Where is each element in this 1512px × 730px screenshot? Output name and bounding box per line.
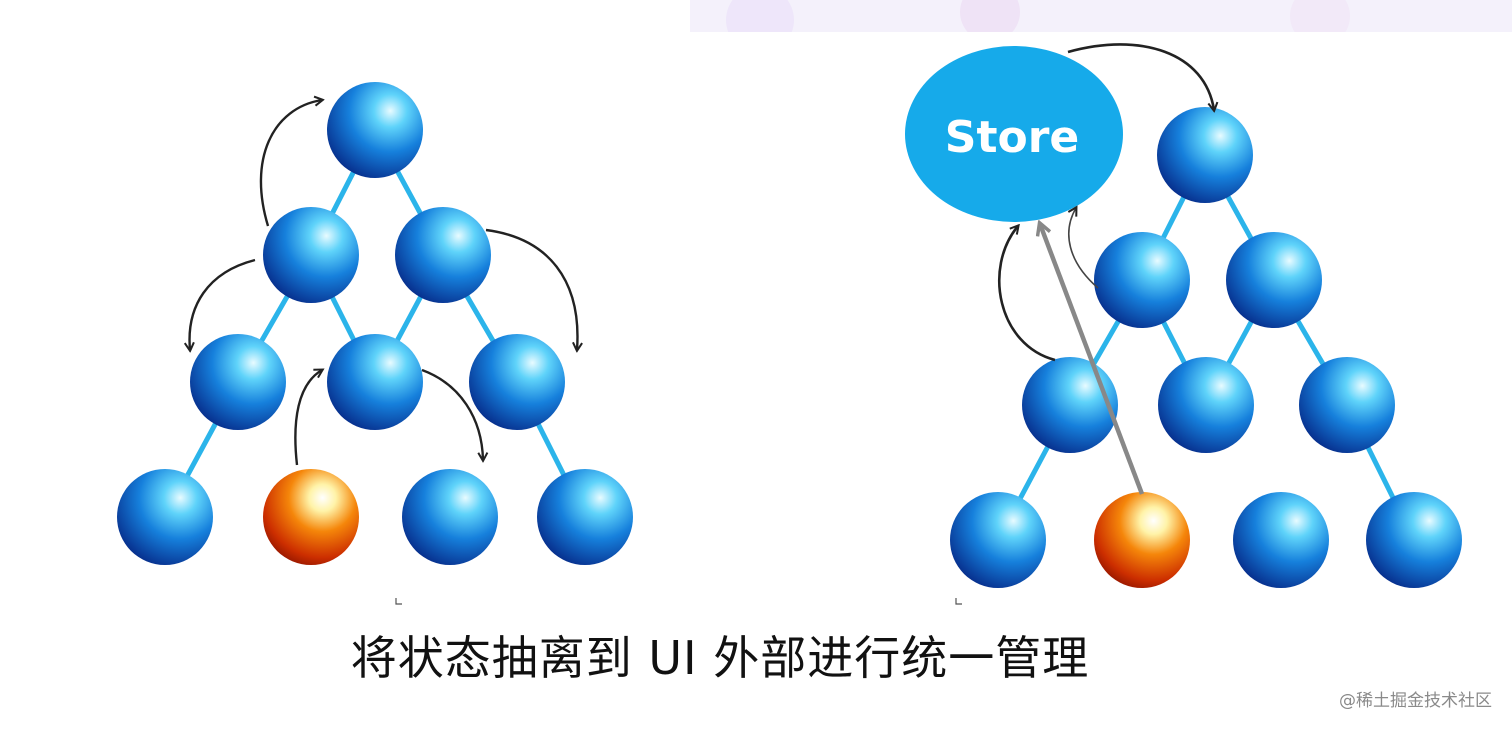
right-tree-nodes	[950, 107, 1462, 588]
propagation-arrow	[485, 228, 577, 350]
tree-node	[537, 469, 633, 565]
state-source-node	[1094, 492, 1190, 588]
right-tree: Store	[905, 43, 1462, 588]
node-to-store-arrow	[997, 226, 1056, 362]
tree-node	[1022, 357, 1118, 453]
store-label: Store	[945, 112, 1080, 163]
tree-node	[1226, 232, 1322, 328]
tree-node	[402, 469, 498, 565]
tree-node	[1094, 232, 1190, 328]
propagation-arrow	[190, 258, 256, 350]
tree-node	[117, 469, 213, 565]
propagation-arrow	[259, 100, 322, 227]
propagation-arrow	[421, 368, 483, 460]
tree-node	[1366, 492, 1462, 588]
propagation-arrow	[294, 370, 322, 466]
source-to-store-arrow	[1040, 224, 1145, 495]
tree-node	[395, 207, 491, 303]
tree-node	[1158, 357, 1254, 453]
state-source-node	[263, 469, 359, 565]
tree-node	[1157, 107, 1253, 203]
tree-node	[469, 334, 565, 430]
tree-node	[263, 207, 359, 303]
right-tree-arrows	[997, 43, 1214, 495]
site-watermark: @稀土掘金技术社区	[1339, 691, 1492, 711]
diagram-caption: 将状态抽离到 UI 外部进行统一管理	[350, 631, 1090, 685]
left-tree-nodes	[117, 82, 633, 565]
tree-node	[950, 492, 1046, 588]
left-tree	[117, 82, 633, 565]
node-to-store-arrow	[1069, 208, 1099, 289]
tree-node	[1299, 357, 1395, 453]
tree-node	[190, 334, 286, 430]
corner-marks	[395, 598, 962, 605]
tree-node	[327, 334, 423, 430]
tree-node	[327, 82, 423, 178]
store-bubble: Store	[905, 46, 1123, 222]
left-tree-arrows	[190, 100, 578, 466]
store-to-root-arrow	[1067, 43, 1214, 110]
tree-node	[1233, 492, 1329, 588]
